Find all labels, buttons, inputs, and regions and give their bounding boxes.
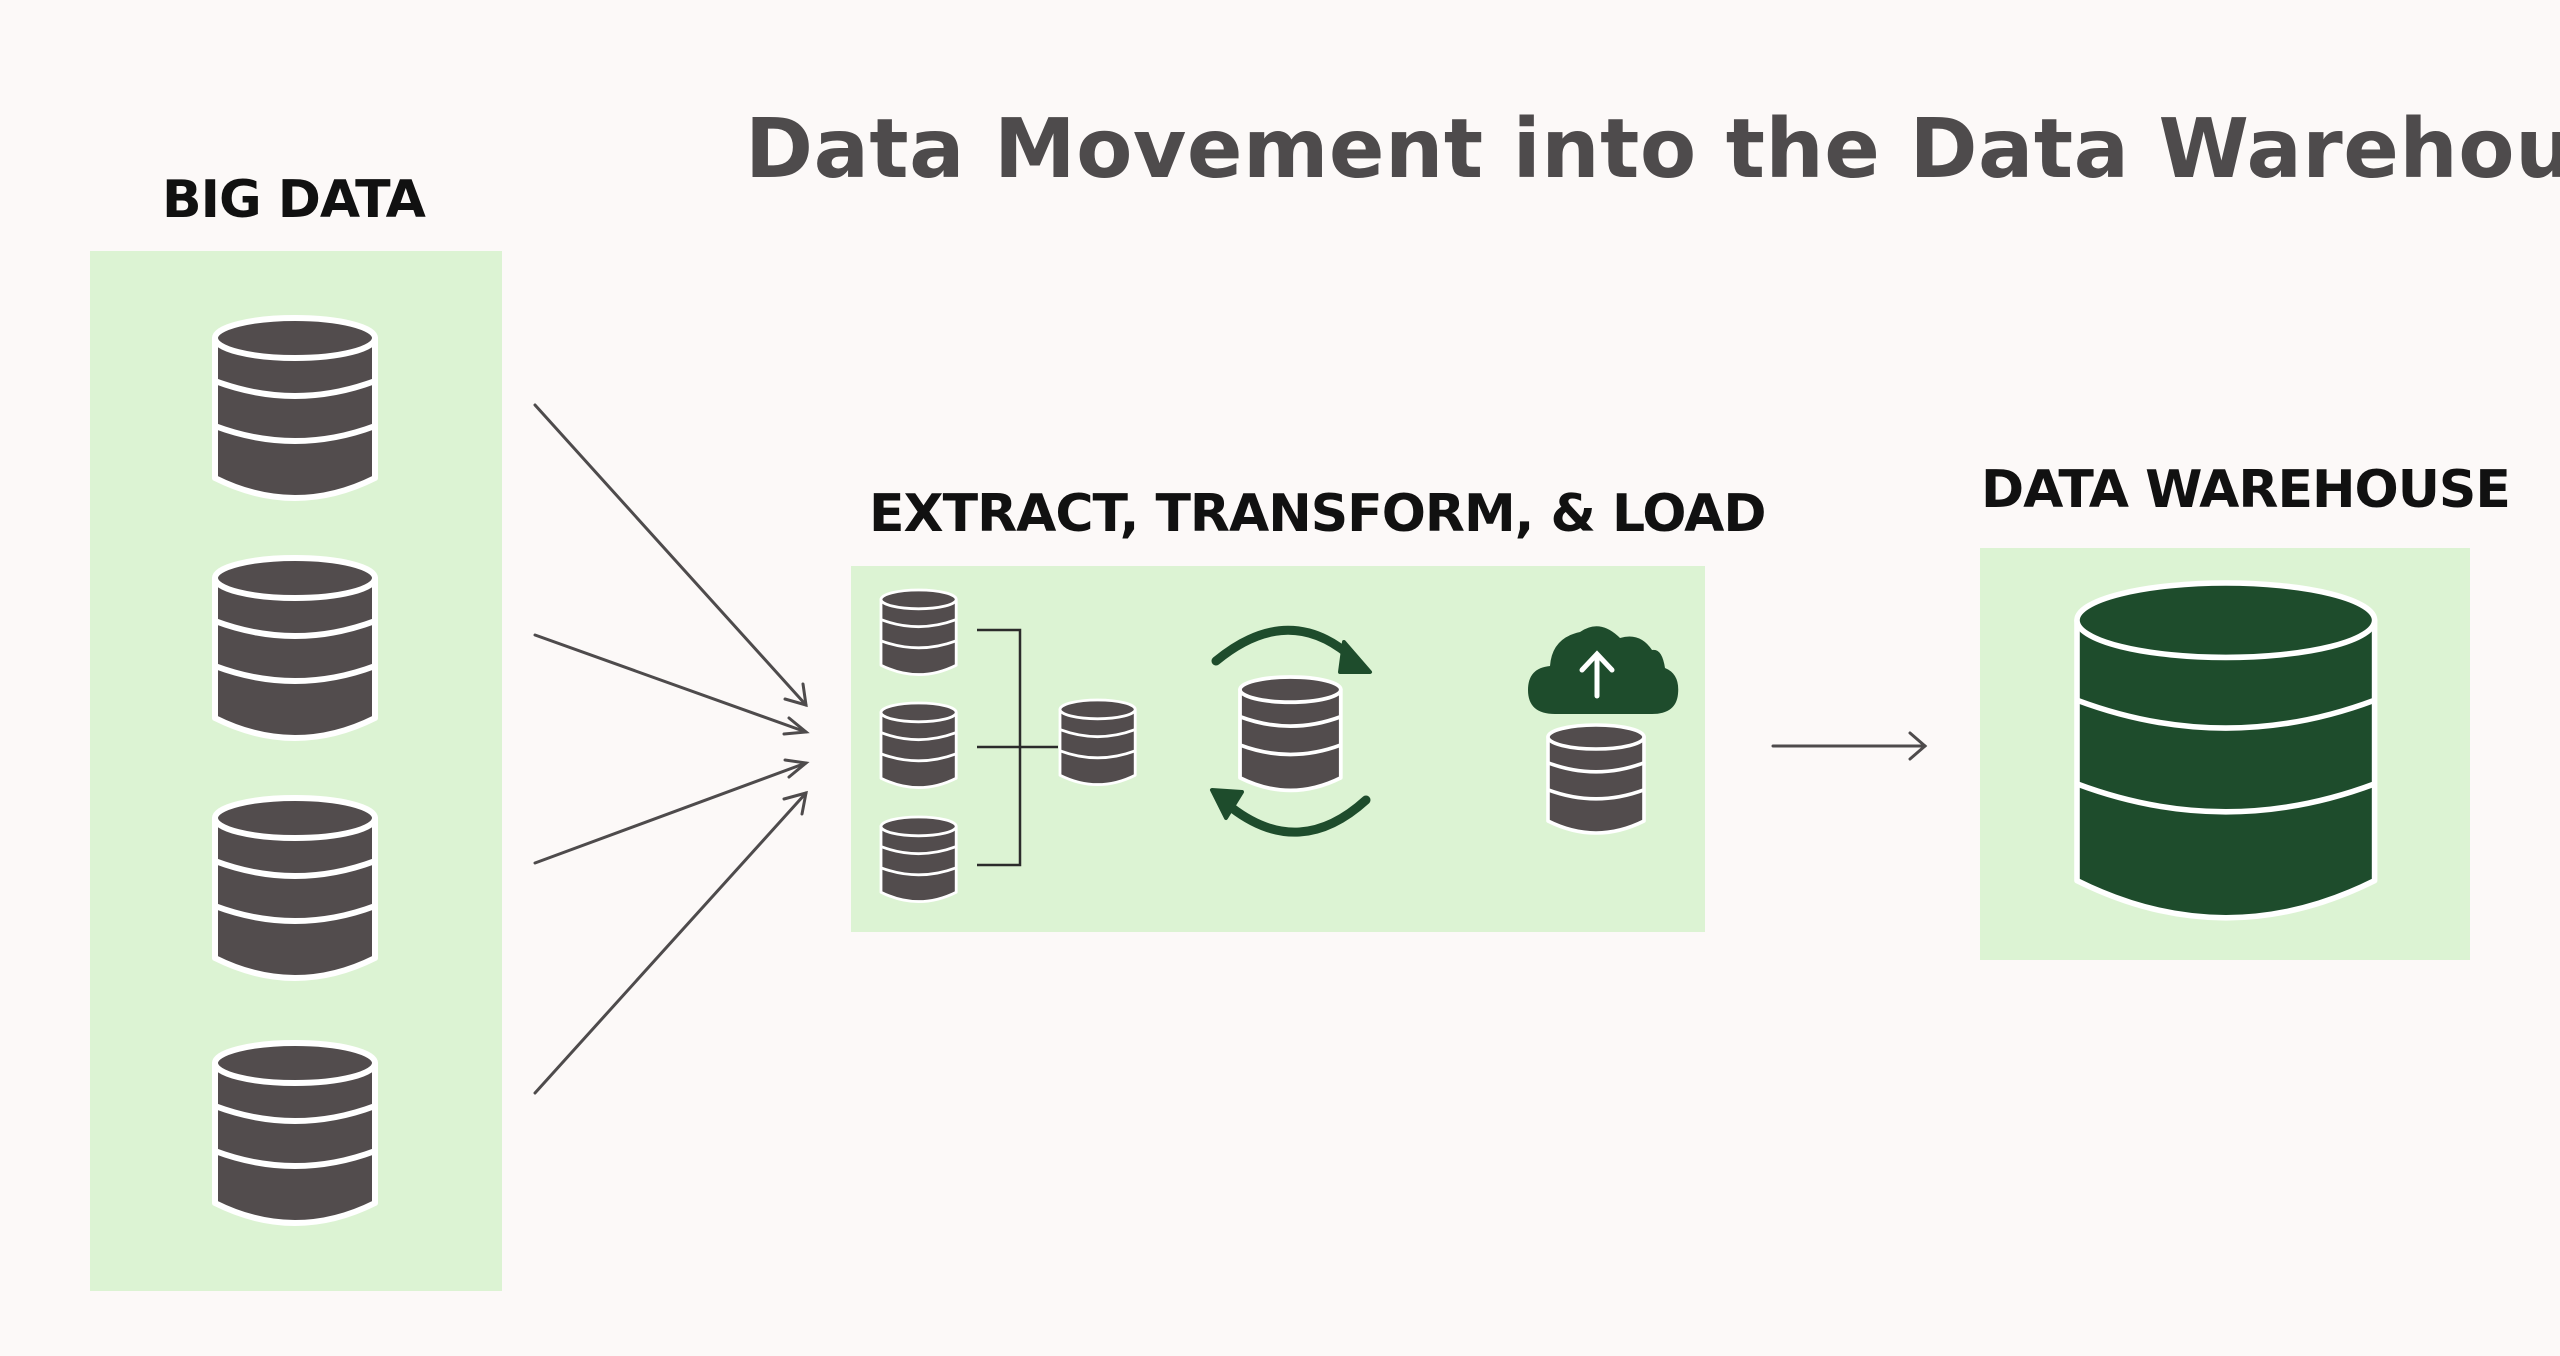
diagram-title: Data Movement into the Data Warehouse bbox=[745, 102, 2560, 197]
arrow-4 bbox=[533, 790, 808, 1095]
data-warehouse-database bbox=[2077, 583, 2375, 918]
big-data-database-1 bbox=[215, 318, 375, 498]
merge-connector bbox=[977, 628, 1058, 867]
database-icon bbox=[879, 701, 958, 790]
cloud-upload-icon bbox=[1528, 626, 1679, 714]
etl-transform-database bbox=[1238, 675, 1343, 793]
database-icon bbox=[1546, 723, 1646, 835]
database-icon bbox=[215, 1043, 375, 1223]
etl-source-database-2 bbox=[879, 701, 958, 790]
cycle-arrows-icon bbox=[1210, 625, 1372, 837]
database-icon bbox=[1058, 698, 1137, 787]
arrow-2 bbox=[533, 633, 810, 736]
etl-label: EXTRACT, TRANSFORM, & LOAD bbox=[869, 484, 1766, 544]
etl-source-database-3 bbox=[879, 815, 958, 904]
arrow-right-icon bbox=[1771, 731, 1928, 761]
database-icon bbox=[215, 318, 375, 498]
database-icon bbox=[1238, 675, 1343, 793]
database-icon bbox=[879, 588, 958, 677]
etl-load-database bbox=[1546, 723, 1646, 835]
etl-source-database-1 bbox=[879, 588, 958, 677]
arrow-1 bbox=[533, 403, 808, 708]
database-icon bbox=[215, 798, 375, 978]
data-warehouse-label: DATA WAREHOUSE bbox=[1981, 460, 2511, 520]
etl-merged-database bbox=[1058, 698, 1137, 787]
big-data-label: BIG DATA bbox=[162, 170, 426, 230]
arrow-3 bbox=[533, 758, 810, 865]
database-icon bbox=[215, 558, 375, 738]
converging-arrows bbox=[533, 403, 810, 1095]
big-data-database-2 bbox=[215, 558, 375, 738]
database-icon bbox=[879, 815, 958, 904]
database-icon bbox=[2077, 583, 2375, 918]
big-data-database-3 bbox=[215, 798, 375, 978]
big-data-database-4 bbox=[215, 1043, 375, 1223]
